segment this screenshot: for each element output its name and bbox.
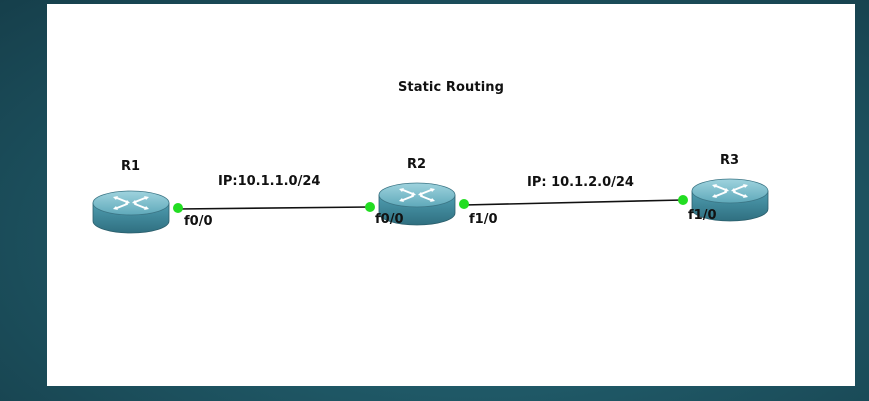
topology-graphic [92, 178, 769, 234]
port-dot-r2-f1-0 [459, 199, 469, 209]
port-dot-r2-f0-0 [365, 202, 375, 212]
port-label-r2-f0-0: f0/0 [375, 212, 404, 227]
link-r1-r2 [177, 206, 371, 210]
router-r1-label: R1 [121, 159, 141, 174]
port-label-r3-f1-0: f1/0 [688, 208, 717, 223]
port-label-r1-f0-0: f0/0 [184, 214, 213, 229]
link-r2-r3 [463, 199, 684, 206]
network-label-r2-r3: IP: 10.1.2.0/24 [527, 175, 634, 190]
port-dot-r1-f0-0 [173, 203, 183, 213]
port-dot-r3-f1-0 [678, 195, 688, 205]
diagram-title: Static Routing [397, 80, 505, 95]
router-r1-icon [92, 190, 170, 234]
network-label-r1-r2: IP:10.1.1.0/24 [218, 174, 321, 189]
router-r2-label: R2 [407, 157, 427, 172]
diagram-canvas: Static Routing [47, 4, 855, 386]
router-r3-label: R3 [720, 153, 740, 168]
port-label-r2-f1-0: f1/0 [469, 212, 498, 227]
